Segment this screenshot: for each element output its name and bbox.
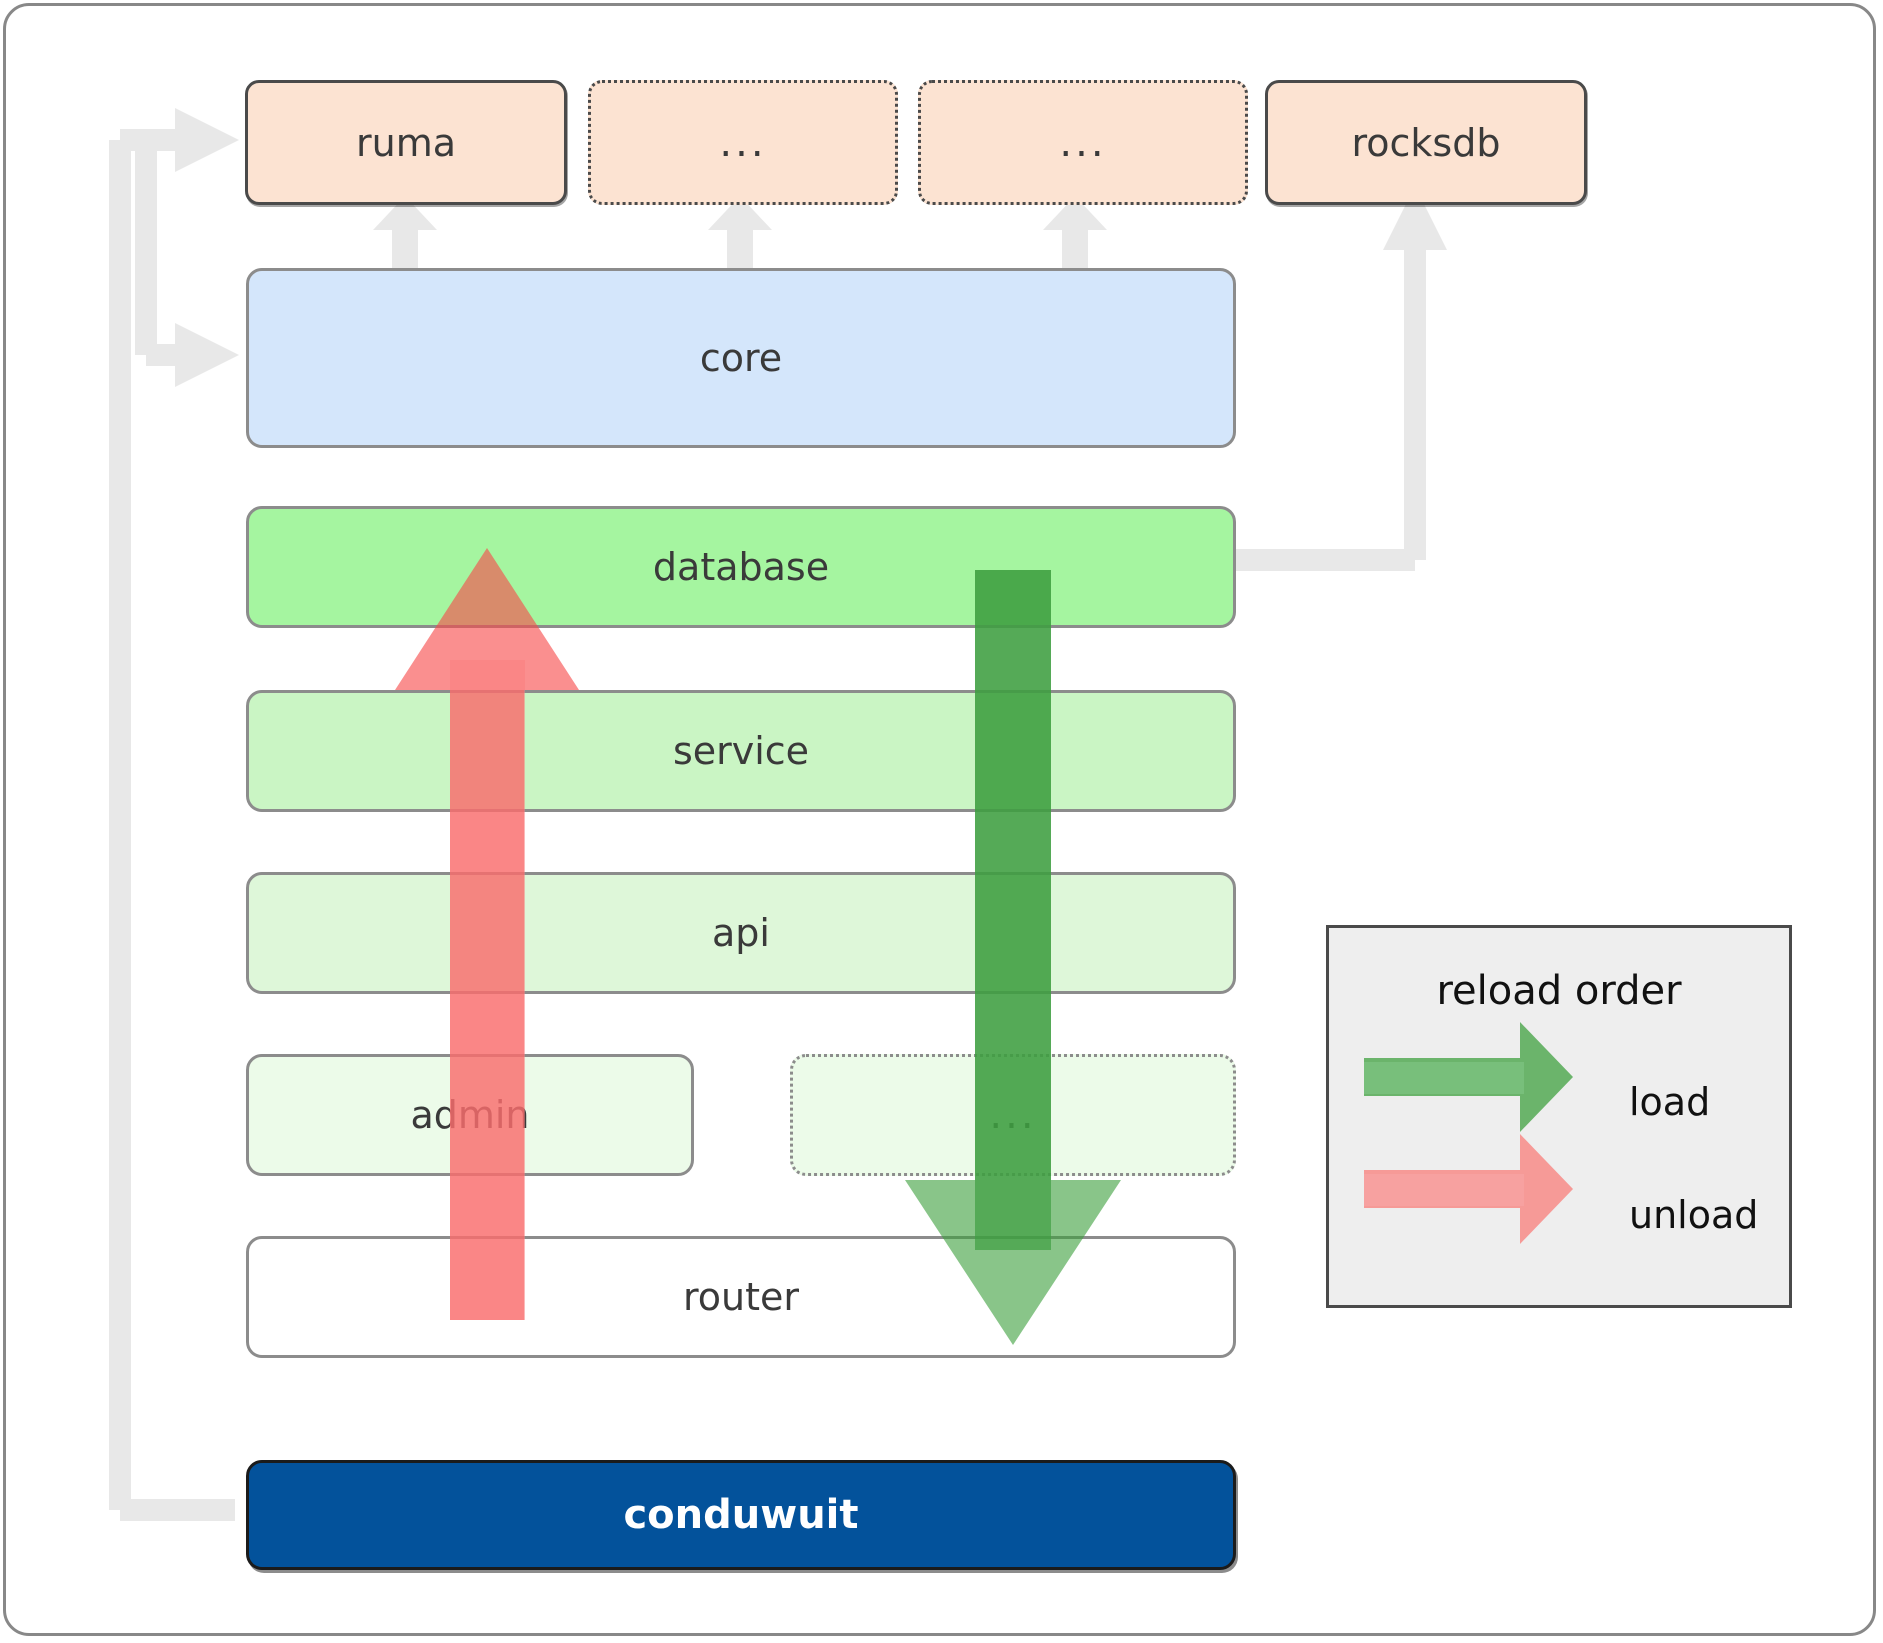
stack-node-database[interactable]: database <box>246 506 1236 628</box>
dependency-node-placeholder-1[interactable]: ... <box>588 80 898 205</box>
dependency-label: ... <box>719 119 767 166</box>
core-node[interactable]: core <box>246 268 1236 448</box>
core-label: core <box>699 336 783 380</box>
legend-label-unload: unload <box>1629 1193 1759 1237</box>
dependency-label: rocksdb <box>1351 120 1501 165</box>
legend-label-load: load <box>1629 1080 1711 1124</box>
stack-node-placeholder[interactable]: ... <box>790 1054 1236 1176</box>
legend-title: reload order <box>1436 968 1682 1014</box>
stack-label: ... <box>989 1092 1037 1138</box>
dependency-node-rocksdb[interactable]: rocksdb <box>1265 80 1587 205</box>
dependency-label: ruma <box>355 120 456 165</box>
router-label: router <box>682 1275 800 1319</box>
root-node-conduwuit[interactable]: conduwuit <box>246 1460 1236 1570</box>
stack-node-api[interactable]: api <box>246 872 1236 994</box>
stack-label: admin <box>410 1093 530 1137</box>
stack-node-admin[interactable]: admin <box>246 1054 694 1176</box>
diagram-frame <box>3 3 1876 1636</box>
stack-label: api <box>712 911 770 955</box>
stack-label: database <box>652 545 830 589</box>
legend-panel: reload order load unload <box>1326 925 1792 1308</box>
stack-label: service <box>672 729 810 773</box>
stack-node-router[interactable]: router <box>246 1236 1236 1358</box>
dependency-label: ... <box>1059 119 1107 166</box>
stack-node-service[interactable]: service <box>246 690 1236 812</box>
dependency-node-ruma[interactable]: ruma <box>245 80 567 205</box>
root-label: conduwuit <box>623 1492 859 1538</box>
dependency-node-placeholder-2[interactable]: ... <box>918 80 1248 205</box>
